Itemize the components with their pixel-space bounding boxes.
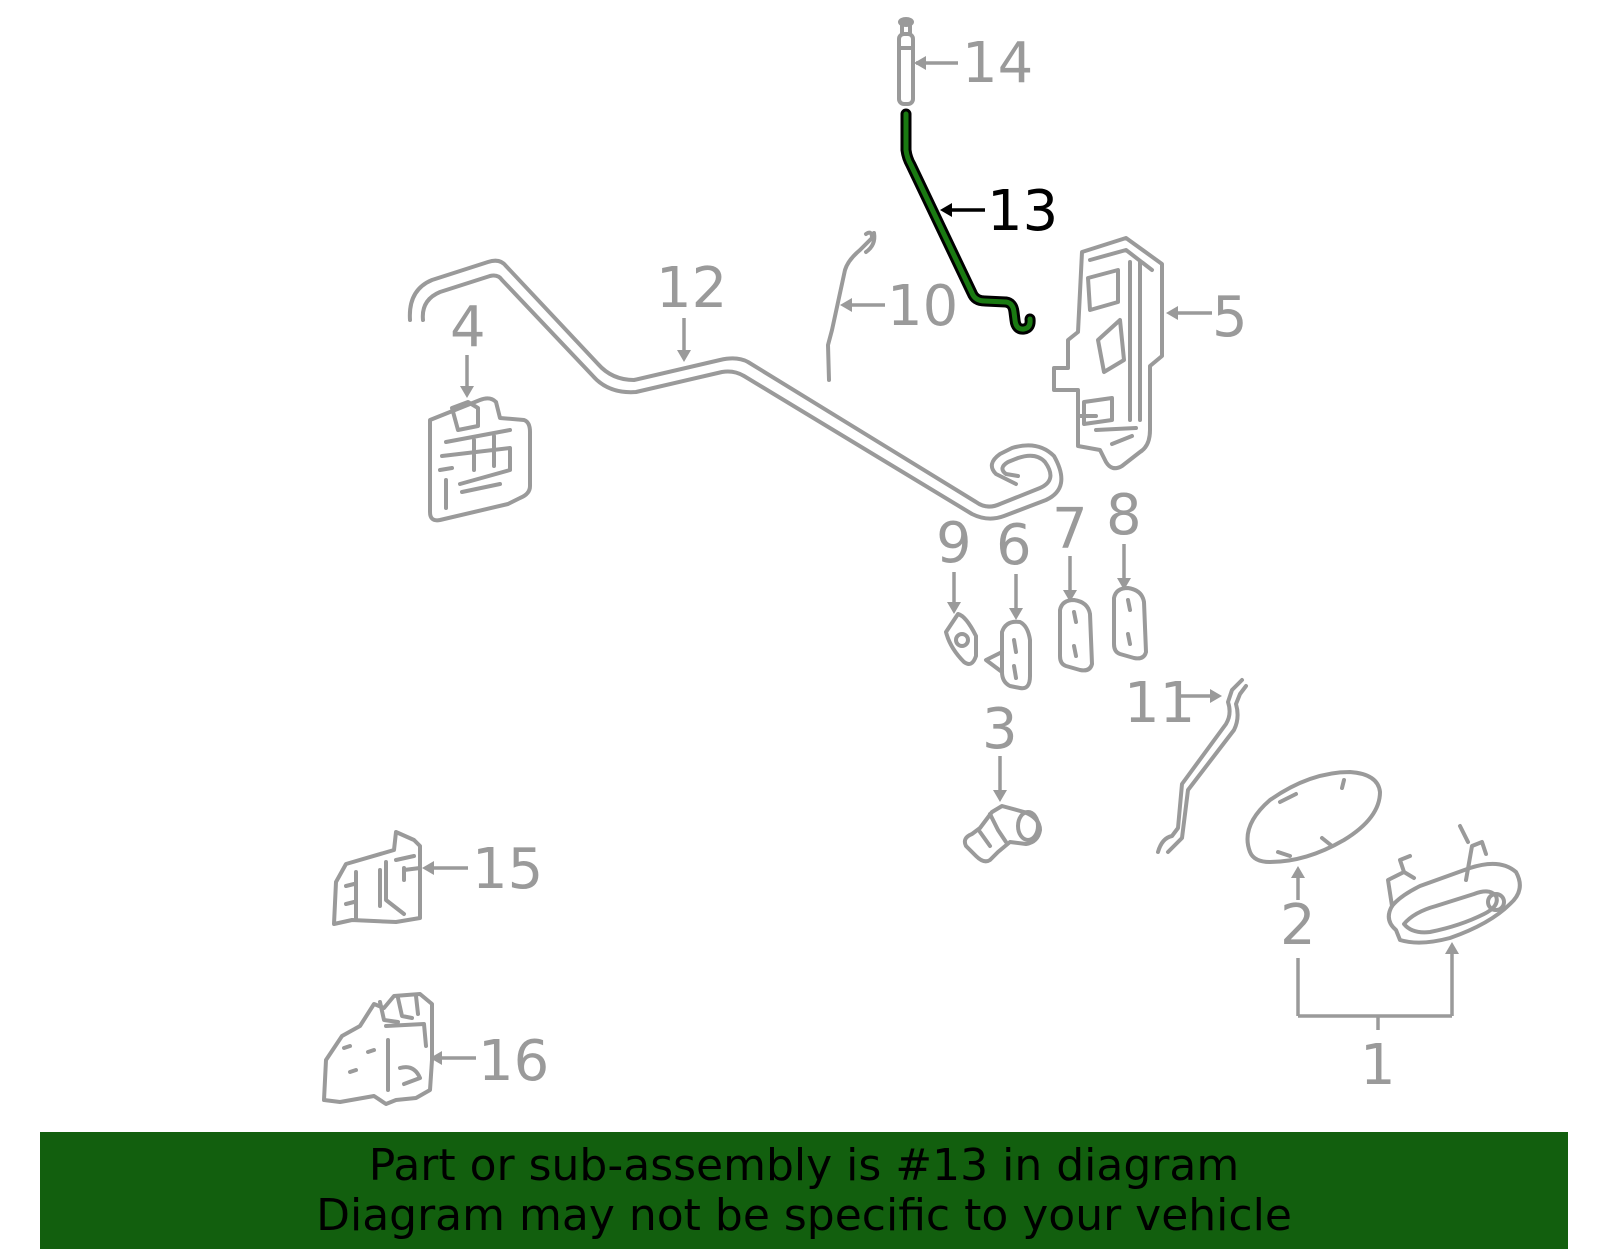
part-16-hinge[interactable] — [322, 992, 434, 1106]
part-12-long-rod[interactable] — [407, 258, 1064, 521]
part-4-inside-handle[interactable] — [428, 396, 532, 523]
part-6-clip[interactable] — [984, 619, 1032, 691]
part-1-outside-handle[interactable] — [1386, 824, 1522, 945]
info-banner: Part or sub-assembly is #13 in diagram D… — [40, 1132, 1568, 1249]
part-3-lock-cylinder[interactable] — [962, 804, 1042, 864]
callout-14: 14 — [914, 31, 1033, 96]
callout-7: 7 — [1052, 497, 1088, 602]
callout-11: 11 — [1124, 671, 1222, 736]
callout-15: 15 — [422, 837, 543, 902]
svg-text:15: 15 — [472, 837, 543, 902]
part-15-hinge[interactable] — [332, 830, 422, 926]
svg-text:12: 12 — [656, 256, 727, 321]
svg-text:16: 16 — [478, 1029, 549, 1094]
callout-12: 12 — [656, 256, 727, 362]
svg-text:3: 3 — [982, 697, 1018, 762]
svg-text:4: 4 — [450, 295, 486, 360]
callout-3: 3 — [982, 697, 1018, 802]
callout-6: 6 — [996, 513, 1032, 620]
svg-text:13: 13 — [987, 179, 1058, 244]
svg-text:2: 2 — [1280, 893, 1316, 958]
part-11-rod[interactable] — [1156, 678, 1248, 854]
svg-text:1: 1 — [1360, 1033, 1396, 1098]
part-5-lock-actuator[interactable] — [1052, 236, 1164, 471]
part-7-clip[interactable] — [1058, 598, 1094, 673]
part-10-rod[interactable] — [826, 230, 877, 382]
part-2-handle-gasket[interactable] — [1245, 770, 1382, 864]
callout-5: 5 — [1166, 285, 1248, 350]
callout-1: 1 — [1296, 942, 1459, 1098]
svg-text:14: 14 — [962, 31, 1033, 96]
callout-2: 2 — [1280, 866, 1316, 958]
part-13-lock-rod[interactable] — [900, 108, 1036, 335]
callout-9: 9 — [936, 511, 972, 614]
part-14-rod-cap[interactable] — [897, 17, 915, 106]
callout-13: 13 — [940, 179, 1058, 244]
part-9-gasket[interactable] — [944, 612, 978, 666]
callout-4: 4 — [450, 295, 486, 398]
banner-part-note: Part or sub-assembly is #13 in diagram — [368, 1139, 1240, 1191]
callout-10: 10 — [840, 274, 958, 339]
callout-8: 8 — [1106, 483, 1142, 590]
svg-text:5: 5 — [1212, 285, 1248, 350]
svg-text:7: 7 — [1052, 497, 1088, 562]
svg-text:8: 8 — [1106, 483, 1142, 548]
svg-text:6: 6 — [996, 513, 1032, 578]
svg-text:9: 9 — [936, 511, 972, 576]
svg-text:10: 10 — [887, 274, 958, 339]
svg-text:11: 11 — [1124, 671, 1195, 736]
callout-16: 16 — [430, 1029, 549, 1094]
part-8-clip[interactable] — [1112, 586, 1148, 661]
banner-disclaimer: Diagram may not be specific to your vehi… — [316, 1189, 1292, 1241]
